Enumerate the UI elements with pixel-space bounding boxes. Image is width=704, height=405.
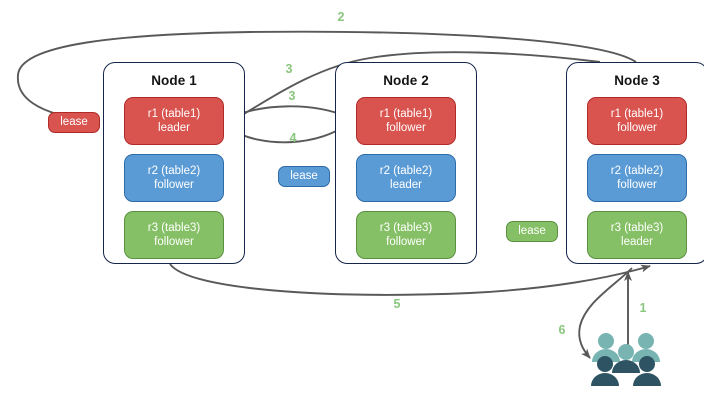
replica-name: r1 (table1)	[379, 108, 433, 120]
edge-label-4: 4	[289, 131, 297, 145]
replica-name: r1 (table1)	[147, 108, 201, 120]
replica-node3-r2[interactable]: r2 (table2) follower	[587, 154, 687, 202]
replica-role: leader	[158, 122, 190, 134]
replica-node1-r3[interactable]: r3 (table3) follower	[124, 211, 224, 259]
replica-role: follower	[386, 122, 426, 134]
replica-node1-r1[interactable]: r1 (table1) leader	[124, 97, 224, 145]
replica-name: r3 (table3)	[379, 222, 433, 234]
lease-badge-blue[interactable]: lease	[278, 166, 330, 187]
edge-label-5: 5	[393, 297, 401, 311]
users-icon-wrapper	[588, 330, 668, 392]
replica-role: follower	[386, 236, 426, 248]
edge-label-6: 6	[558, 323, 566, 337]
replica-role: leader	[621, 236, 653, 248]
replica-role: follower	[154, 236, 194, 248]
replica-name: r1 (table1)	[610, 108, 664, 120]
replica-node2-r3[interactable]: r3 (table3) follower	[356, 211, 456, 259]
edge-label-1: 1	[639, 301, 647, 315]
node-title-node3: Node 3	[614, 73, 660, 88]
node-title-node1: Node 1	[151, 73, 197, 88]
edge-5-path	[169, 263, 651, 296]
replica-name: r3 (table3)	[610, 222, 664, 234]
lease-badge-green[interactable]: lease	[506, 221, 558, 242]
edge-label-3b: 3	[288, 89, 296, 103]
users-icon	[591, 333, 661, 386]
edge-label-3a: 3	[285, 62, 293, 76]
replica-name: r2 (table2)	[610, 165, 664, 177]
replica-role: leader	[390, 179, 422, 191]
replica-node2-r1[interactable]: r1 (table1) follower	[356, 97, 456, 145]
replica-node3-r1[interactable]: r1 (table1) follower	[587, 97, 687, 145]
replica-role: follower	[154, 179, 194, 191]
replica-role: follower	[617, 179, 657, 191]
edge-label-2: 2	[337, 10, 345, 24]
lease-badge-red[interactable]: lease	[48, 112, 100, 133]
replica-node1-r2[interactable]: r2 (table2) follower	[124, 154, 224, 202]
replica-node3-r3[interactable]: r3 (table3) leader	[587, 211, 687, 259]
replica-name: r2 (table2)	[147, 165, 201, 177]
node-title-node2: Node 2	[383, 73, 429, 88]
replica-name: r2 (table2)	[379, 165, 433, 177]
replica-name: r3 (table3)	[147, 222, 201, 234]
replica-role: follower	[617, 122, 657, 134]
replica-node2-r2[interactable]: r2 (table2) leader	[356, 154, 456, 202]
